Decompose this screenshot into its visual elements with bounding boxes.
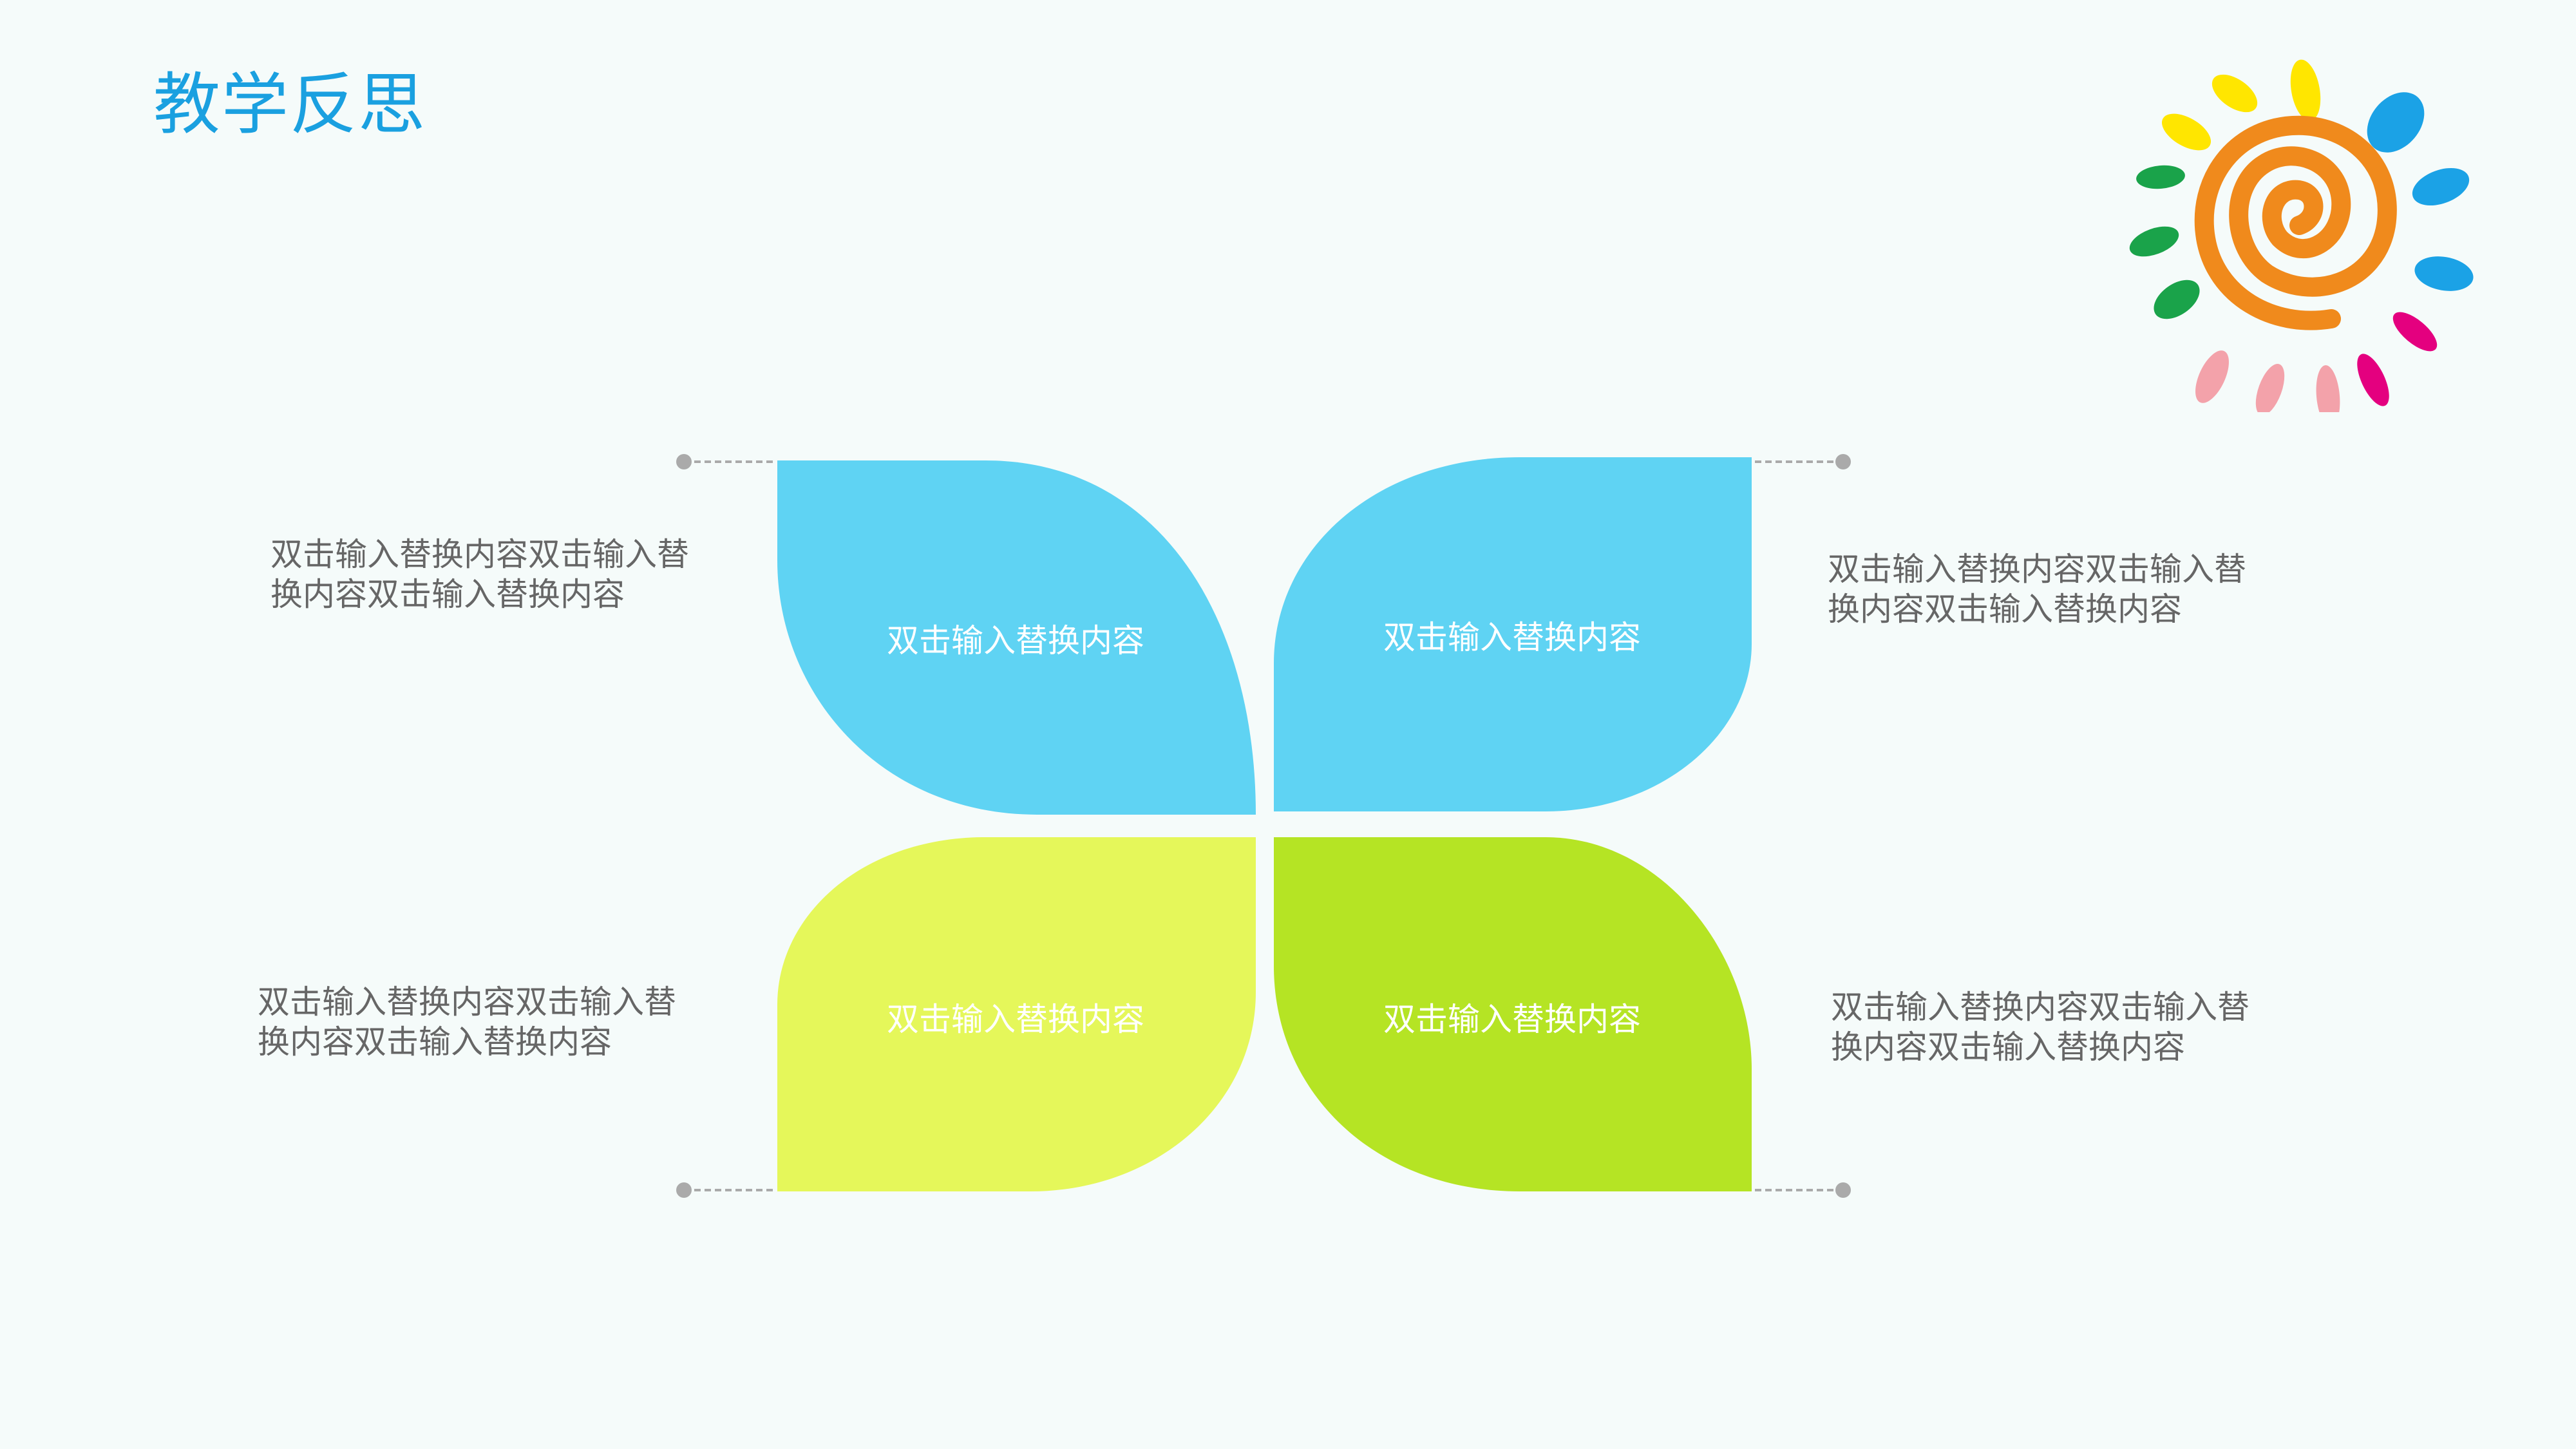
petal-bottom-left[interactable] (777, 837, 1256, 1191)
petal-label-top-right: 双击输入替换内容 (1383, 619, 1641, 656)
note-bottom-left: 双击输入替换内容双击输入替换内容双击输入替换内容 (258, 983, 676, 1061)
note-top-right: 双击输入替换内容双击输入替换内容双击输入替换内容 (1828, 551, 2246, 628)
connector-top-right (1755, 454, 1851, 469)
petal-bottom-right[interactable] (1274, 837, 1752, 1191)
page-title: 教学反思 (153, 65, 427, 144)
petal-label-bottom-right: 双击输入替换内容 (1383, 1001, 1641, 1038)
petal-top-right[interactable] (1274, 457, 1752, 811)
connector-bottom-left (676, 1182, 773, 1198)
petal-top-left[interactable] (777, 460, 1256, 815)
note-bottom-right: 双击输入替换内容双击输入替换内容双击输入替换内容 (1831, 989, 2249, 1066)
petal-label-bottom-left: 双击输入替换内容 (887, 1001, 1144, 1038)
note-top-left: 双击输入替换内容双击输入替换内容双击输入替换内容 (270, 536, 689, 613)
spiral-sun-icon (2129, 59, 2474, 412)
connector-bottom-right (1755, 1182, 1851, 1198)
connector-top-left (676, 454, 773, 469)
petal-label-top-left: 双击输入替换内容 (887, 622, 1144, 659)
